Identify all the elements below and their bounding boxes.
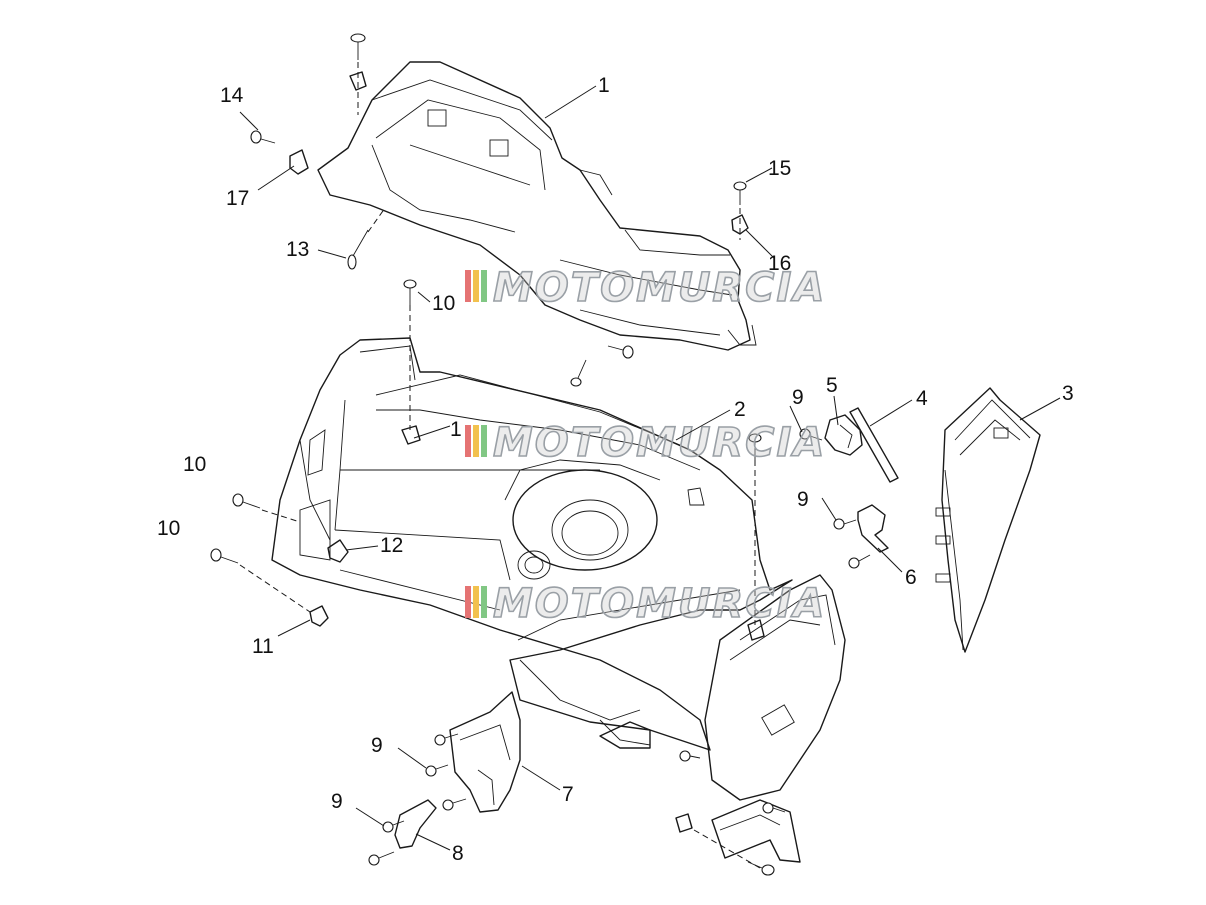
part-3-side-panel [935, 387, 1041, 653]
callout-9-b: 9 [797, 488, 809, 511]
callout-8: 8 [452, 842, 464, 865]
callout-6: 6 [905, 566, 917, 589]
callout-1: 1 [598, 74, 610, 97]
watermark-middle: MOTOMURCIA MOTOMURCIA [465, 419, 826, 467]
watermark-text: MOTOMURCIA [493, 265, 826, 311]
assembly-lines [239, 62, 761, 869]
watermark-text: MOTOMURCIA [493, 420, 826, 466]
part-7-lower-bracket [449, 691, 521, 813]
part-16-nut [731, 214, 749, 235]
part-17-clip [289, 149, 309, 175]
nut-under-10 [401, 425, 421, 445]
part-2-inner-panel [271, 337, 793, 751]
callout-4: 4 [916, 387, 928, 410]
callout-14: 14 [220, 84, 244, 107]
nut-right-panel [747, 619, 765, 641]
watermark-top: MOTOMURCIA MOTOMURCIA [465, 264, 826, 312]
clip-nuts [289, 71, 765, 833]
callout-3: 3 [1062, 382, 1074, 405]
lower-side-cover [599, 574, 846, 863]
watermark-text: MOTOMURCIA [493, 581, 826, 627]
part-8-small-bracket [394, 799, 437, 849]
watermark-bottom: MOTOMURCIA MOTOMURCIA [465, 580, 826, 628]
callout-9-c: 9 [371, 734, 383, 757]
part-1-upper-cover [317, 61, 757, 351]
screws [210, 33, 871, 876]
callout-17: 17 [226, 187, 249, 210]
nut-bottom-left [675, 813, 693, 833]
callout-5: 5 [826, 374, 838, 397]
callout-15: 15 [768, 157, 791, 180]
callout-12: 12 [380, 534, 403, 557]
callout-9-d: 9 [331, 790, 343, 813]
callout-10-a: 10 [432, 292, 455, 315]
callout-7: 7 [562, 783, 574, 806]
callout-10-b: 10 [183, 453, 206, 476]
leader-lines [239, 85, 1061, 851]
part-12-nut [327, 539, 349, 563]
callout-9-a: 9 [792, 386, 804, 409]
callout-2: 2 [734, 398, 746, 421]
part-5-clip [824, 414, 863, 456]
part-11-nut [309, 605, 329, 627]
callout-labels: 1 1 2 3 4 5 6 7 8 9 9 9 9 10 10 10 11 12… [157, 74, 1074, 865]
callout-13: 13 [286, 238, 309, 261]
callout-16: 16 [768, 252, 791, 275]
part-4-strip [849, 407, 899, 483]
watermark-text-outline: MOTOMURCIA [493, 265, 826, 311]
callout-1-lower: 1 [450, 418, 462, 441]
callout-11: 11 [252, 635, 274, 658]
part-6-bracket [857, 504, 889, 553]
watermark-text-outline: MOTOMURCIA [493, 581, 826, 627]
callout-10-c: 10 [157, 517, 180, 540]
watermark-text-outline: MOTOMURCIA [493, 420, 826, 466]
